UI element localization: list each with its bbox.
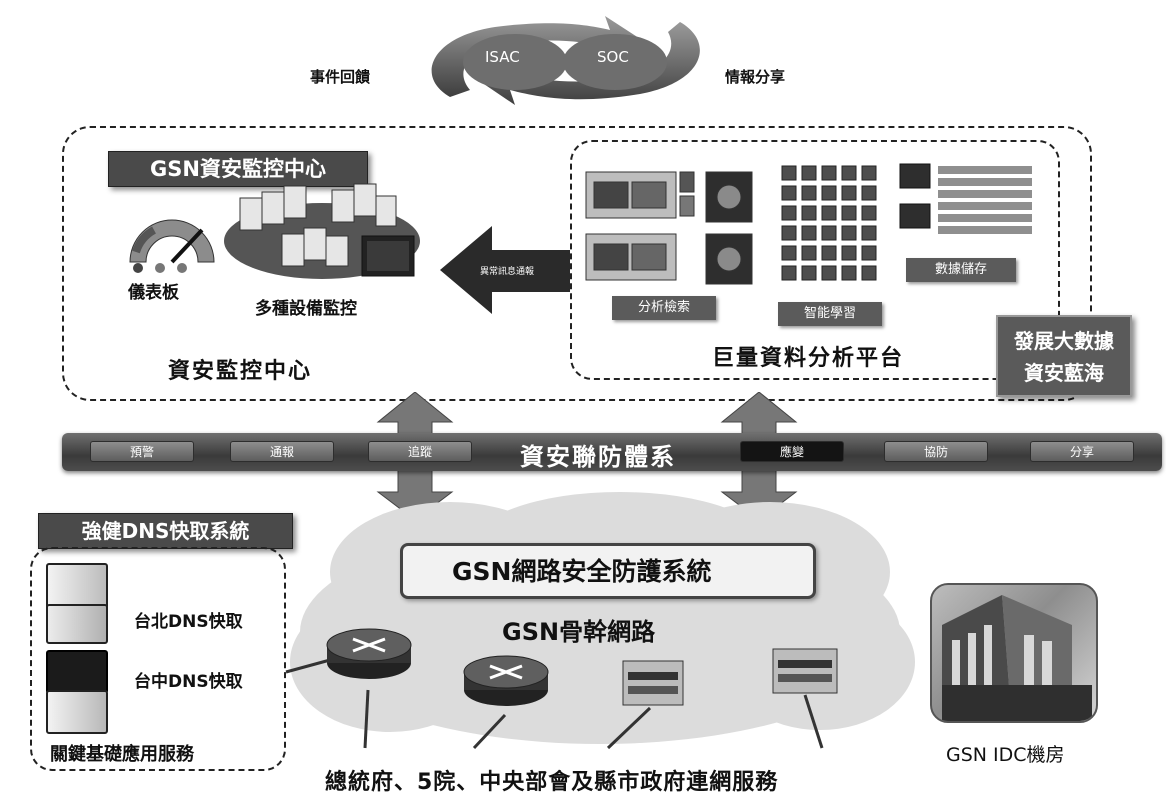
intel-sharing-label: 情報分享: [725, 68, 786, 86]
analytics-region: [570, 140, 1060, 380]
big-data-line1: 發展大數據: [1014, 329, 1114, 353]
data-storage-label: 數據儲存: [906, 258, 1016, 282]
data-storage-icon: [899, 163, 1032, 234]
dns-server-taipei-top: [46, 563, 108, 609]
monitoring-center-title: GSN資安監控中心: [108, 151, 368, 187]
monitoring-caption: 資安監控中心: [168, 359, 313, 384]
cycle-graphic: [431, 16, 700, 105]
search-analysis-icon: [585, 171, 753, 285]
defense-bar-title: 資安聯防體系: [520, 443, 676, 471]
protection-system-title: GSN網路安全防護系統: [452, 557, 712, 586]
dashboard-label: 儀表板: [128, 283, 179, 303]
switch-icon: [622, 660, 684, 706]
event-feedback-label: 事件回饋: [310, 68, 371, 86]
alert-arrow: [440, 226, 570, 314]
dashboard-gauge-icon: [129, 219, 215, 273]
router-icon: [463, 655, 549, 706]
dns-region: [30, 547, 286, 771]
bottom-caption: 總統府、5院、中央部會及縣市政府連網服務: [325, 770, 779, 795]
taichung-dns-label: 台中DNS快取: [134, 672, 243, 692]
taipei-dns-label: 台北DNS快取: [134, 612, 243, 632]
dns-server-taichung-top: [46, 650, 108, 694]
machine-learning-label: 智能學習: [778, 302, 882, 326]
dns-footer-label: 關鍵基礎應用服務: [50, 744, 194, 765]
search-analysis-label: 分析檢索: [612, 296, 716, 320]
idc-label: GSN IDC機房: [946, 744, 1065, 766]
dns-system-title: 強健DNS快取系統: [38, 513, 293, 549]
defense-item-assist: 協防: [884, 441, 988, 462]
dns-server-taichung-bottom: [46, 690, 108, 734]
dns-server-taipei-bottom: [46, 604, 108, 644]
defense-item-response: 應變: [740, 441, 844, 462]
big-data-line2: 資安藍海: [1024, 361, 1104, 385]
devices-monitor-icon: [224, 183, 420, 279]
defense-item-warning: 預警: [90, 441, 194, 462]
big-data-badge: 發展大數據 資安藍海: [996, 315, 1132, 397]
soc-label: SOC: [597, 48, 629, 66]
switch-icon: [772, 648, 838, 694]
monitoring-region: [62, 126, 1092, 401]
analytics-caption: 巨量資料分析平台: [712, 346, 905, 371]
machine-learning-icon: [781, 165, 877, 281]
defense-item-share: 分享: [1030, 441, 1134, 462]
router-icon: [326, 628, 412, 679]
defense-item-tracking: 追蹤: [368, 441, 472, 462]
alert-arrow-label: 異常訊息通報: [480, 267, 535, 277]
isac-label: ISAC: [485, 48, 520, 66]
idc-building-image: [930, 583, 1098, 723]
protection-system-box: [400, 543, 816, 599]
devices-label: 多種設備監控: [255, 299, 357, 319]
defense-item-report: 通報: [230, 441, 334, 462]
backbone-label: GSN骨幹網路: [502, 618, 656, 646]
